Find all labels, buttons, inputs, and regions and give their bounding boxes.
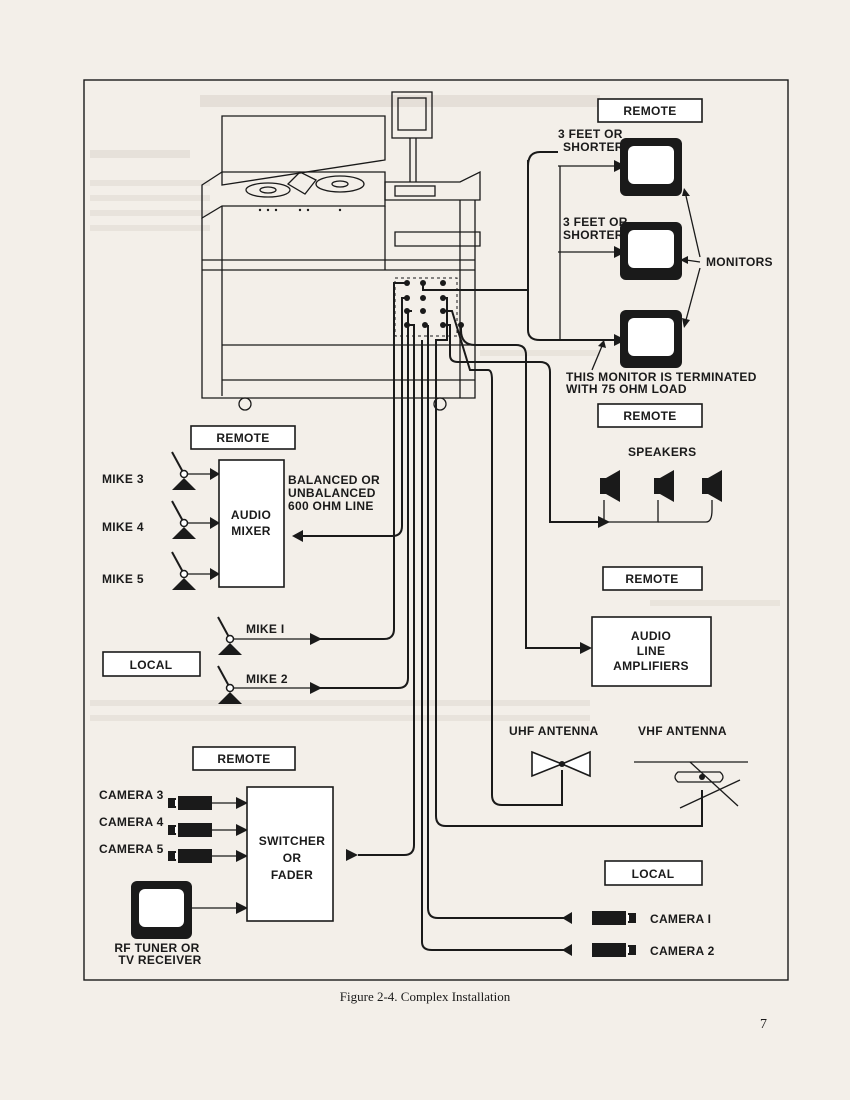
camera-5-label: CAMERA 5 bbox=[99, 842, 164, 856]
remote-label-monitors: REMOTE bbox=[597, 98, 703, 123]
speaker-3 bbox=[702, 470, 722, 502]
local-label-cameras: LOCAL bbox=[604, 860, 703, 886]
figure-caption: Figure 2-4. Complex Installation bbox=[340, 989, 511, 1004]
svg-text:REMOTE: REMOTE bbox=[217, 752, 270, 766]
monitor-1 bbox=[620, 138, 682, 196]
figure-frame bbox=[83, 79, 789, 981]
mike-4-icon bbox=[171, 500, 210, 539]
remote-label-cameras: REMOTE bbox=[192, 746, 296, 771]
monitors-label: MONITORS bbox=[706, 255, 773, 269]
svg-text:REMOTE: REMOTE bbox=[625, 572, 678, 586]
switcher-box bbox=[246, 786, 334, 922]
camera-1-label: CAMERA I bbox=[650, 912, 711, 926]
vhf-antenna-icon bbox=[634, 761, 748, 809]
page-number: 7 bbox=[760, 1017, 767, 1032]
svg-text:LOCAL: LOCAL bbox=[632, 867, 675, 881]
mike-5-label: MIKE 5 bbox=[102, 572, 144, 586]
svg-text:LOCAL: LOCAL bbox=[130, 658, 173, 672]
monitors-pointer-arrows bbox=[591, 188, 701, 371]
camera-4-label: CAMERA 4 bbox=[99, 815, 164, 829]
cable-runs bbox=[303, 151, 713, 951]
uhf-antenna-label: UHF ANTENNA bbox=[509, 724, 599, 738]
svg-text:REMOTE: REMOTE bbox=[216, 431, 269, 445]
monitor-2 bbox=[620, 222, 682, 280]
mike-2-icon bbox=[217, 665, 310, 704]
show-through-background bbox=[90, 95, 780, 721]
camera-3-label: CAMERA 3 bbox=[99, 788, 164, 802]
mike-4-label: MIKE 4 bbox=[102, 520, 144, 534]
svg-text:REMOTE: REMOTE bbox=[623, 409, 676, 423]
mike-1-label: MIKE I bbox=[246, 622, 284, 636]
audio-line-amplifiers-box bbox=[591, 616, 712, 687]
local-label-mikes: LOCAL bbox=[102, 651, 201, 677]
remote-label-mixer: REMOTE bbox=[190, 425, 296, 450]
console-cabinet bbox=[201, 91, 481, 411]
audio-mixer-box bbox=[218, 459, 285, 588]
speaker-2 bbox=[654, 470, 674, 502]
monitor-3 bbox=[620, 310, 682, 368]
speakers-label: SPEAKERS bbox=[628, 445, 696, 459]
mike-1-icon bbox=[217, 616, 310, 655]
vhf-antenna-label: VHF ANTENNA bbox=[638, 724, 727, 738]
camera-2-label: CAMERA 2 bbox=[650, 944, 715, 958]
rf-tuner-tv-icon bbox=[131, 881, 236, 939]
speaker-1 bbox=[600, 470, 620, 502]
mike-3-label: MIKE 3 bbox=[102, 472, 144, 486]
mike-2-label: MIKE 2 bbox=[246, 672, 288, 686]
svg-text:REMOTE: REMOTE bbox=[623, 104, 676, 118]
uhf-antenna-icon bbox=[531, 750, 591, 778]
camera-3-icon bbox=[168, 796, 236, 810]
camera-1-icon bbox=[592, 911, 636, 925]
camera-2-icon bbox=[592, 943, 636, 957]
mike-3-icon bbox=[171, 451, 210, 490]
remote-label-amplifiers: REMOTE bbox=[602, 566, 703, 591]
camera-4-icon bbox=[168, 823, 236, 837]
remote-label-speakers: REMOTE bbox=[597, 403, 703, 428]
mike-5-icon bbox=[171, 551, 210, 590]
camera-5-icon bbox=[168, 849, 236, 863]
